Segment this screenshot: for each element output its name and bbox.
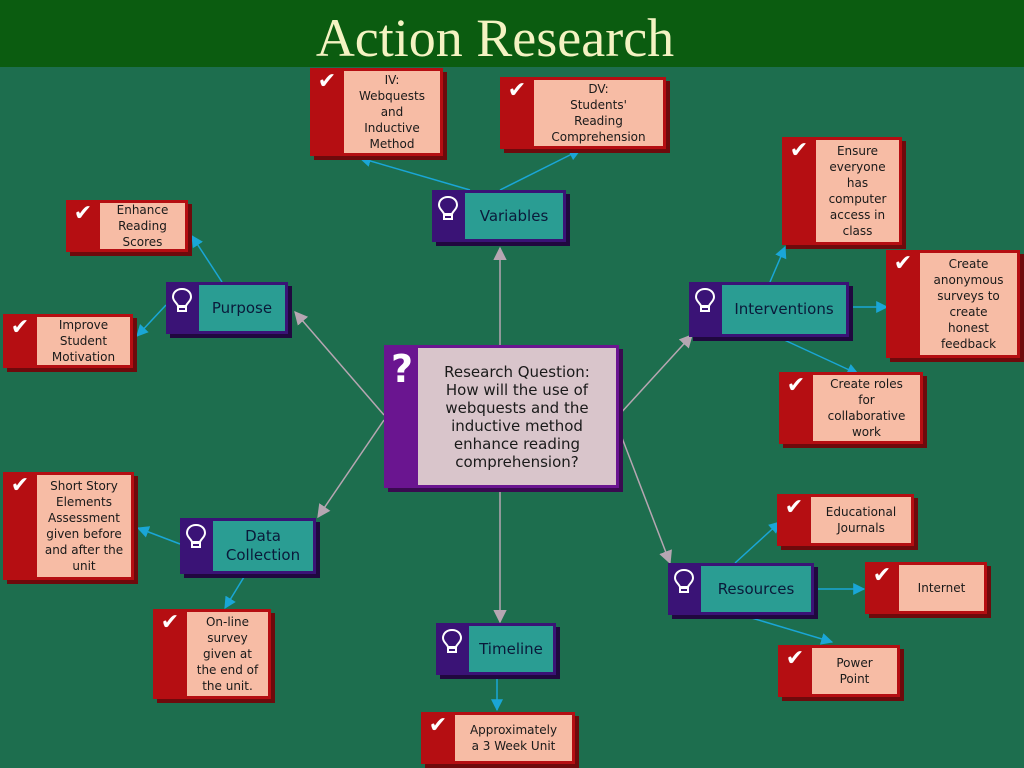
arrow-purpose-enhance: [191, 234, 223, 283]
check-icon: ✔: [786, 373, 806, 398]
question-mark-icon: ?: [390, 347, 414, 391]
note-iv: ✔ IV: Webquests and Inductive Method: [310, 68, 443, 156]
note-enhance-reading: ✔ Enhance Reading Scores: [66, 200, 188, 252]
arrow-center-data: [317, 419, 385, 519]
topic-timeline: Timeline: [436, 623, 556, 675]
check-icon: ✔: [872, 563, 892, 588]
topic-data-collection: Data Collection: [180, 518, 316, 574]
topic-variables-label: Variables: [465, 193, 563, 239]
lightbulb-icon: [437, 195, 459, 220]
note-power-point-text: Power Point: [812, 648, 897, 694]
check-icon: ✔: [10, 473, 30, 498]
title-bar: [0, 0, 1024, 67]
research-question-text: Research Question: How will the use of w…: [418, 348, 616, 485]
arrow-variables-iv: [358, 155, 471, 191]
topic-interventions: Interventions: [689, 282, 849, 337]
note-computer-access-text: Ensure everyone has computer access in c…: [816, 140, 899, 242]
arrow-variables-dv: [499, 149, 582, 191]
topic-variables: Variables: [432, 190, 566, 242]
check-icon: ✔: [785, 646, 805, 671]
topic-data-collection-label: Data Collection: [213, 521, 313, 571]
topic-purpose-label: Purpose: [199, 285, 285, 331]
note-three-week-unit-text: Approximately a 3 Week Unit: [455, 715, 572, 761]
lightbulb-icon: [171, 287, 193, 312]
note-internet-text: Internet: [899, 565, 984, 611]
topic-interventions-label: Interventions: [722, 285, 846, 334]
note-enhance-reading-text: Enhance Reading Scores: [100, 203, 185, 249]
note-computer-access: ✔ Ensure everyone has computer access in…: [782, 137, 902, 245]
note-online-survey: ✔ On-line survey given at the end of the…: [153, 609, 271, 699]
arrow-center-purpose: [294, 310, 385, 416]
arrow-center-resources: [618, 429, 672, 565]
note-short-story-text: Short Story Elements Assessment given be…: [37, 475, 131, 577]
check-icon: ✔: [784, 495, 804, 520]
check-icon: ✔: [893, 251, 913, 276]
check-icon: ✔: [160, 610, 180, 635]
topic-resources: Resources: [668, 563, 814, 615]
note-iv-text: IV: Webquests and Inductive Method: [344, 71, 440, 153]
lightbulb-icon: [673, 568, 695, 593]
check-icon: ✔: [428, 713, 448, 738]
note-motivation-text: Improve Student Motivation: [37, 317, 130, 365]
note-three-week-unit: ✔ Approximately a 3 Week Unit: [421, 712, 575, 764]
note-anonymous-surveys: ✔ Create anonymous surveys to create hon…: [886, 250, 1020, 358]
note-power-point: ✔ Power Point: [778, 645, 900, 697]
lightbulb-icon: [694, 287, 716, 312]
note-collaborative-roles: ✔ Create roles for collaborative work: [779, 372, 923, 444]
lightbulb-icon: [185, 523, 207, 548]
note-motivation: ✔ Improve Student Motivation: [3, 314, 133, 368]
check-icon: ✔: [317, 69, 337, 94]
page-title: Action Research: [315, 8, 675, 68]
arrow-interventions-computer: [769, 245, 787, 283]
topic-timeline-label: Timeline: [469, 626, 553, 672]
arrow-center-interventions: [618, 334, 693, 416]
arrow-data-online: [224, 576, 245, 610]
check-icon: ✔: [10, 315, 30, 340]
arrow-purpose-motivation: [136, 304, 167, 337]
note-anonymous-surveys-text: Create anonymous surveys to create hones…: [920, 253, 1017, 355]
arrow-resources-powerpoint: [744, 615, 834, 645]
note-dv: ✔ DV: Students' Reading Comprehension: [500, 77, 666, 149]
note-collaborative-roles-text: Create roles for collaborative work: [813, 375, 920, 441]
arrow-interventions-roles: [779, 337, 860, 375]
topic-purpose: Purpose: [166, 282, 288, 334]
topic-resources-label: Resources: [701, 566, 811, 612]
note-educational-journals-text: Educational Journals: [811, 497, 911, 543]
arrow-data-shortstory: [136, 526, 181, 545]
check-icon: ✔: [73, 201, 93, 226]
lightbulb-icon: [441, 628, 463, 653]
check-icon: ✔: [789, 138, 809, 163]
note-short-story: ✔ Short Story Elements Assessment given …: [3, 472, 134, 580]
note-educational-journals: ✔ Educational Journals: [777, 494, 914, 546]
note-dv-text: DV: Students' Reading Comprehension: [534, 80, 663, 146]
arrow-resources-journals: [734, 521, 781, 564]
research-question-node: ? Research Question: How will the use of…: [384, 345, 619, 488]
note-online-survey-text: On-line survey given at the end of the u…: [187, 612, 268, 696]
check-icon: ✔: [507, 78, 527, 103]
note-internet: ✔ Internet: [865, 562, 987, 614]
